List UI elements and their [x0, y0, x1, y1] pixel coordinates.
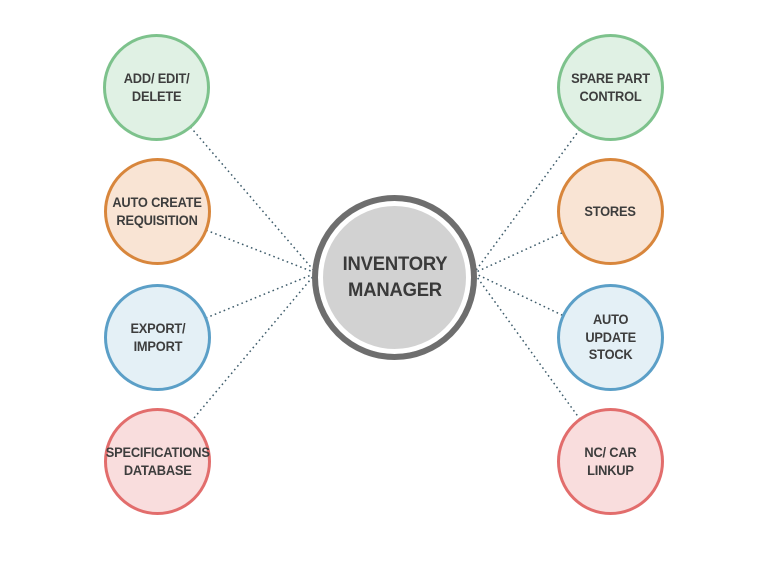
node-label: ADD/ EDIT/ DELETE [123, 70, 190, 104]
node-stores: STORES [557, 158, 664, 265]
hub-label: INVENTORY MANAGER [342, 253, 447, 301]
node-add-edit-delete: ADD/ EDIT/ DELETE [103, 34, 210, 141]
node-export-import: EXPORT/ IMPORT [104, 284, 211, 391]
node-specifications-database: SPECIFICATIONS DATABASE [104, 408, 211, 515]
node-label: SPECIFICATIONS DATABASE [105, 444, 210, 478]
node-label: EXPORT/ IMPORT [130, 320, 185, 354]
node-nc-car-linkup: NC/ CAR LINKUP [557, 408, 664, 515]
node-label: NC/ CAR LINKUP [584, 444, 637, 478]
node-inventory-manager-hub: INVENTORY MANAGER [312, 195, 477, 360]
node-label: SPARE PART CONTROL [571, 70, 650, 104]
node-label: STORES [584, 203, 637, 219]
node-auto-update-stock: AUTO UPDATE STOCK [557, 284, 664, 391]
node-label: AUTO UPDATE STOCK [585, 312, 636, 363]
node-auto-create-requisition: AUTO CREATE REQUISITION [104, 158, 211, 265]
node-spare-part-control: SPARE PART CONTROL [557, 34, 664, 141]
node-label: AUTO CREATE REQUISITION [112, 194, 203, 228]
